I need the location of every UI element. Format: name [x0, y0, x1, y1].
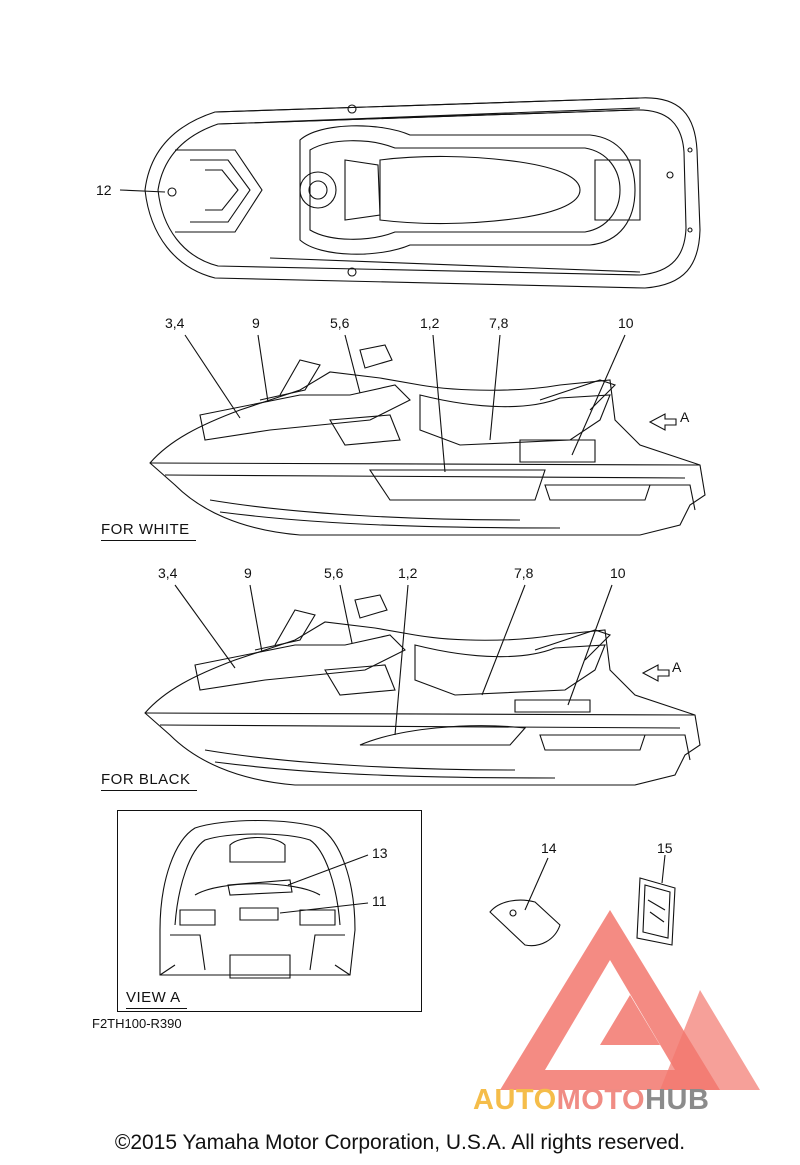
view-a-rear [159, 819, 356, 979]
callout-12: 12 [96, 182, 112, 198]
leader-line [394, 584, 409, 736]
leader-line [287, 854, 369, 886]
leader-line [249, 584, 263, 653]
callout-7-8-black: 7,8 [514, 565, 534, 581]
label-for-black: FOR BLACK [101, 771, 197, 791]
watermark-auto: AUTO [473, 1084, 557, 1116]
callout-10-black: 10 [610, 565, 626, 581]
figure-code: F2TH100-R390 [92, 1016, 182, 1031]
watermark-hub: HUB [645, 1084, 710, 1116]
callout-a-black: A [672, 659, 682, 675]
label-for-white: FOR WHITE [101, 521, 196, 541]
callout-11: 11 [372, 893, 387, 909]
callout-9-black: 9 [244, 565, 252, 581]
leader-line [524, 857, 549, 911]
callout-1-2-black: 1,2 [398, 565, 418, 581]
leader-line [481, 584, 526, 696]
callout-5-6-black: 5,6 [324, 565, 344, 581]
leader-line [339, 584, 353, 644]
leader-line [567, 584, 613, 706]
watermark-moto: MOTO [556, 1084, 646, 1116]
callout-3-4-black: 3,4 [158, 565, 178, 581]
leader-line [661, 854, 666, 884]
callout-3-4-white: 3,4 [165, 315, 185, 331]
leader-line [489, 334, 501, 441]
leader-line [344, 334, 361, 394]
label-view-a: VIEW A [126, 989, 187, 1009]
copyright-notice: ©2015 Yamaha Motor Corporation, U.S.A. A… [114, 1131, 686, 1154]
callout-1-2-white: 1,2 [420, 315, 440, 331]
top-view-hull [144, 97, 701, 289]
view-a-frame [117, 810, 422, 1012]
part-14-tag [489, 899, 561, 947]
side-view-black-hull [144, 594, 701, 786]
watermark-text: AUTOMOTOHUB [473, 1084, 709, 1117]
callout-5-6-white: 5,6 [330, 315, 350, 331]
part-15-sheet [636, 877, 676, 946]
leader-line [184, 334, 241, 419]
callout-15: 15 [657, 840, 673, 856]
callout-a-white: A [680, 409, 690, 425]
callout-14: 14 [541, 840, 557, 856]
callout-9-white: 9 [252, 315, 260, 331]
callout-13: 13 [372, 845, 388, 861]
leader-line [257, 334, 269, 403]
leader-line [432, 334, 446, 473]
view-arrow-icon [648, 413, 677, 431]
callout-10-white: 10 [618, 315, 634, 331]
leader-line [174, 584, 236, 669]
leader-line [279, 902, 369, 914]
side-view-white-hull [149, 344, 706, 536]
leader-line [119, 189, 166, 193]
view-arrow-icon [641, 664, 670, 682]
leader-line [571, 334, 626, 456]
callout-7-8-white: 7,8 [489, 315, 509, 331]
